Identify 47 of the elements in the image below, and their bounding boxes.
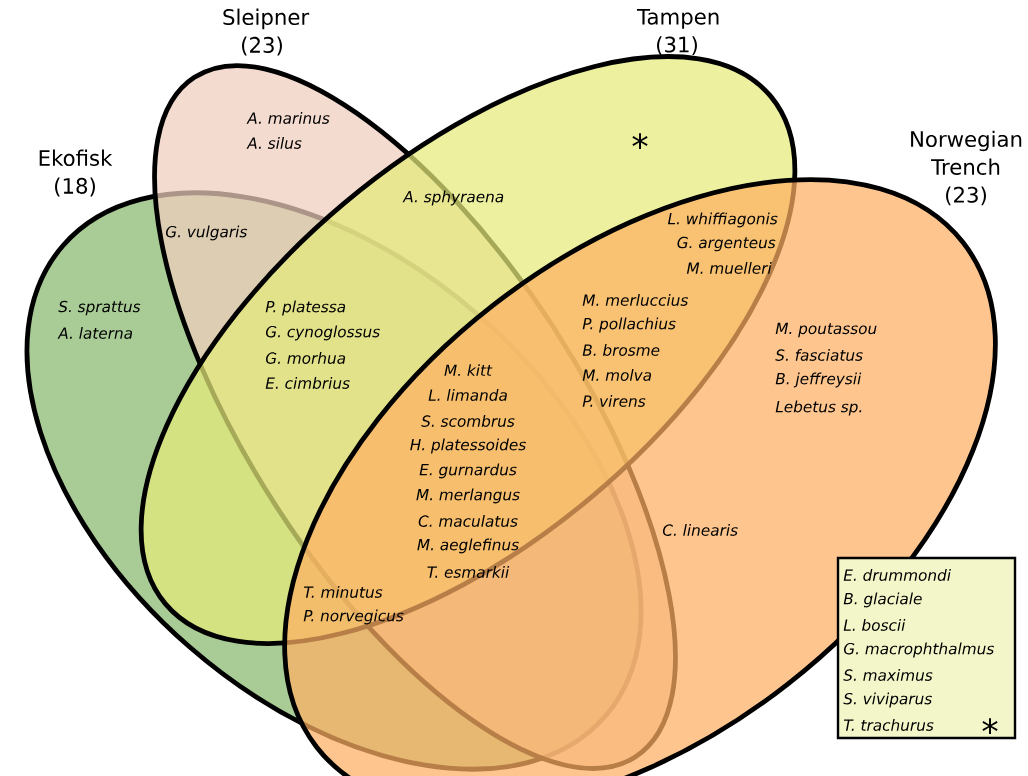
asterisk-mark: * bbox=[982, 718, 998, 734]
species-name: A. silus bbox=[246, 137, 302, 149]
species-name: G. vulgaris bbox=[165, 225, 247, 241]
species-name: P. virens bbox=[582, 395, 646, 407]
set-label: Tampen (31) bbox=[636, 8, 719, 56]
species-name: M. kitt bbox=[444, 364, 493, 376]
species-name: M. molva bbox=[582, 369, 652, 381]
species-name: G. cynoglossus bbox=[265, 325, 380, 341]
species-name: Lebetus sp. bbox=[775, 400, 862, 416]
set-label: Ekofisk (18) bbox=[39, 149, 113, 197]
species-name: P. platessa bbox=[265, 300, 346, 316]
species-name: S. sprattus bbox=[58, 300, 141, 316]
species-name: C. linearis bbox=[662, 524, 738, 536]
species-name: M. merluccius bbox=[582, 294, 688, 306]
species-name: S. viviparus bbox=[843, 692, 932, 708]
species-name: M. muelleri bbox=[686, 262, 772, 274]
species-name: M. poutassou bbox=[775, 322, 877, 338]
species-name: A. sphyraena bbox=[402, 190, 504, 206]
species-name: E. cimbrius bbox=[265, 377, 350, 389]
species-name: B. glaciale bbox=[843, 592, 922, 608]
species-name: G. morhua bbox=[265, 352, 346, 364]
species-name: M. aeglefinus bbox=[417, 538, 519, 554]
species-name: M. merlangus bbox=[416, 488, 520, 504]
species-name: T. esmarkii bbox=[427, 566, 510, 578]
species-name: B. jeffreysii bbox=[775, 372, 862, 388]
species-name: L. boscii bbox=[843, 619, 906, 631]
species-name: L. whiffiagonis bbox=[667, 212, 778, 228]
species-name: L. limanda bbox=[428, 389, 507, 401]
species-name: S. fasciatus bbox=[775, 349, 863, 361]
species-name: G. argenteus bbox=[677, 236, 776, 252]
species-name: A. laterna bbox=[57, 327, 132, 339]
species-name: C. maculatus bbox=[418, 515, 518, 527]
set-label: Sleipner (23) bbox=[223, 8, 310, 56]
species-name: B. brosme bbox=[582, 344, 660, 356]
species-name: P. norvegicus bbox=[303, 609, 404, 625]
set-label: Norwegian Trench (23) bbox=[911, 130, 1022, 206]
species-name: H. platessoides bbox=[410, 438, 526, 454]
species-name: A. marinus bbox=[246, 112, 330, 124]
species-name: G. macrophthalmus bbox=[843, 642, 994, 658]
asterisk-mark: * bbox=[632, 133, 648, 149]
species-name: E. drummondi bbox=[843, 569, 951, 581]
species-name: E. gurnardus bbox=[419, 463, 517, 479]
species-name: S. maximus bbox=[843, 669, 933, 681]
species-name: P. pollachius bbox=[582, 317, 676, 333]
species-name: S. scombrus bbox=[421, 415, 515, 427]
species-name: T. minutus bbox=[303, 586, 383, 598]
species-name: T. trachurus bbox=[843, 719, 934, 731]
